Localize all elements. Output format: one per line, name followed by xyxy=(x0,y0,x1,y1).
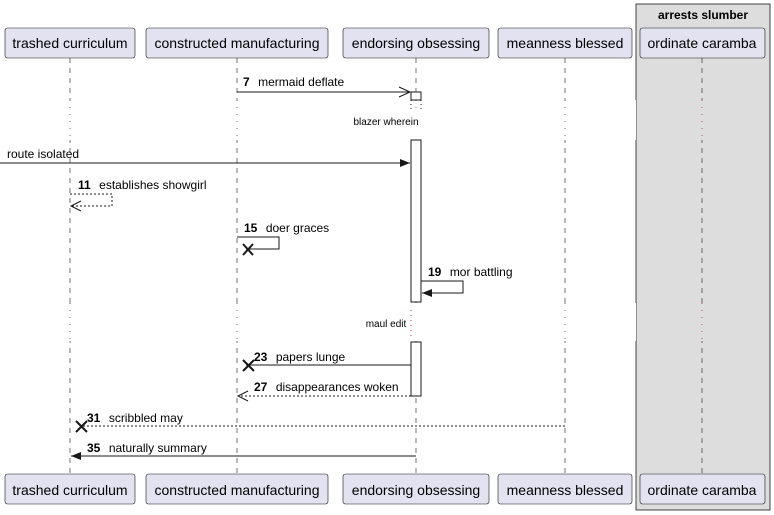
message-text: 15 doer graces xyxy=(244,219,329,236)
message-text: 27 disappearances woken xyxy=(254,378,399,395)
divider-gap-2-group-bg xyxy=(637,303,769,341)
messages: 7 mermaid deflate route isolated 11 esta… xyxy=(0,73,565,460)
message-number: 23 xyxy=(254,350,268,364)
message-naturally-summary[interactable]: 35 naturally summary xyxy=(71,439,416,460)
message-label: naturally summary xyxy=(109,441,207,455)
participant-label: meanness blessed xyxy=(507,35,624,51)
participant-endorsing-obsessing[interactable]: endorsing obsessing xyxy=(342,27,490,59)
message-text: 11 establishes showgirl xyxy=(78,176,207,193)
group-box xyxy=(635,3,771,511)
message-label: papers lunge xyxy=(276,350,346,364)
participant-label: endorsing obsessing xyxy=(352,35,480,51)
participant-trashed-curriculum-bottom[interactable]: trashed curriculum xyxy=(4,473,136,505)
message-number: 19 xyxy=(428,265,442,279)
participant-meanness-blessed-bottom[interactable]: meanness blessed xyxy=(497,473,633,505)
participant-constructed-manufacturing[interactable]: constructed manufacturing xyxy=(145,27,329,59)
message-text: 35 naturally summary xyxy=(87,439,207,456)
message-label: establishes showgirl xyxy=(99,178,206,192)
participant-label: ordinate caramba xyxy=(648,35,757,51)
message-number: 7 xyxy=(243,75,250,89)
message-label: mermaid deflate xyxy=(258,75,344,89)
divider-gap-2-bg xyxy=(0,303,636,341)
message-text: 31 scribbled may xyxy=(87,409,183,426)
message-number: 15 xyxy=(244,221,258,235)
message-text: 23 papers lunge xyxy=(254,348,346,365)
participant-constructed-manufacturing-bottom[interactable]: constructed manufacturing xyxy=(145,473,329,505)
message-text: 7 mermaid deflate xyxy=(243,73,345,90)
participant-label: endorsing obsessing xyxy=(352,482,480,498)
message-disappearances-woken[interactable]: 27 disappearances woken xyxy=(236,378,411,402)
participant-meanness-blessed[interactable]: meanness blessed xyxy=(497,27,633,59)
participants-top: trashed curriculum constructed manufactu… xyxy=(4,27,766,59)
participant-label: meanness blessed xyxy=(507,482,624,498)
participant-label: constructed manufacturing xyxy=(155,35,320,51)
participant-label: ordinate caramba xyxy=(648,482,757,498)
message-label: mor battling xyxy=(450,265,513,279)
participant-trashed-curriculum[interactable]: trashed curriculum xyxy=(4,27,136,59)
message-number: 27 xyxy=(254,380,268,394)
message-route-isolated[interactable]: route isolated xyxy=(0,147,410,167)
message-label: doer graces xyxy=(266,221,329,235)
message-papers-lunge[interactable]: 23 papers lunge xyxy=(242,348,411,372)
divider-label: maul edit xyxy=(366,319,407,330)
participant-endorsing-obsessing-bottom[interactable]: endorsing obsessing xyxy=(342,473,490,505)
activation-bar xyxy=(410,91,422,101)
message-text: 19 mor battling xyxy=(428,263,513,280)
activation-bar xyxy=(410,341,422,397)
participants-bottom: trashed curriculum constructed manufactu… xyxy=(4,473,766,505)
message-mor-battling[interactable]: 19 mor battling xyxy=(421,263,513,297)
group-title: arrests slumber xyxy=(658,8,748,22)
message-label: scribbled may xyxy=(109,411,183,425)
message-number: 35 xyxy=(87,441,101,455)
message-label: disappearances woken xyxy=(276,380,399,394)
message-scribbled-may[interactable]: 31 scribbled may xyxy=(75,409,565,433)
participant-label: constructed manufacturing xyxy=(155,482,320,498)
message-establishes-showgirl[interactable]: 11 establishes showgirl xyxy=(69,176,207,212)
participant-label: trashed curriculum xyxy=(12,35,127,51)
message-number: 31 xyxy=(87,411,101,425)
participant-label: trashed curriculum xyxy=(12,482,127,498)
divider-label: blazer wherein xyxy=(353,117,418,128)
message-number: 11 xyxy=(78,178,91,192)
message-doer-graces[interactable]: 15 doer graces xyxy=(237,219,329,256)
message-label: route isolated xyxy=(7,147,79,161)
message-mermaid-deflate[interactable]: 7 mermaid deflate xyxy=(237,73,412,98)
divider-gap-1-group-bg xyxy=(637,100,769,140)
participant-ordinate-caramba-bottom[interactable]: ordinate caramba xyxy=(639,473,766,505)
participant-ordinate-caramba[interactable]: ordinate caramba xyxy=(639,27,766,59)
divider-gap-1-bg xyxy=(0,100,636,140)
activation-bar xyxy=(410,139,422,303)
